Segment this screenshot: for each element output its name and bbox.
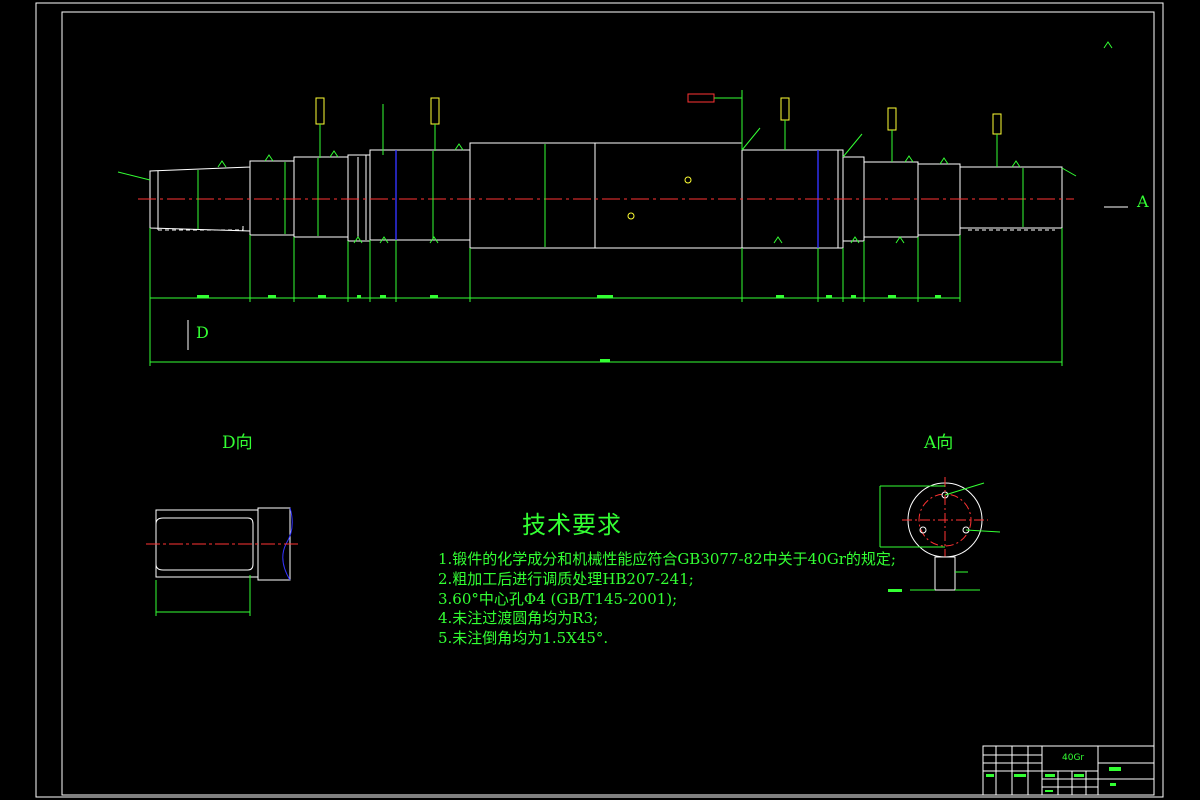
end-leader-left: [117, 171, 151, 181]
shaft-main-view: [149, 142, 1063, 249]
tolerance-tag: [430, 97, 440, 151]
a-view-marker: A: [1137, 192, 1149, 211]
diameter-dimensions: [197, 144, 1024, 247]
tolerance-tag: [315, 97, 325, 158]
technical-requirement-item: 2.粗加工后进行调质处理HB207-241;: [438, 570, 694, 588]
a-view-dimensions: [879, 482, 1001, 592]
tolerance-tag: [780, 97, 790, 150]
technical-requirement-item: 5.未注倒角均为1.5X45°.: [438, 629, 609, 647]
a-view-title: A向: [924, 433, 954, 453]
technical-requirement-item: 4.未注过渡圆角均为R3;: [438, 609, 599, 627]
tolerance-tag: [887, 107, 897, 162]
datum-tag: [687, 90, 743, 150]
length-dimensions: [149, 228, 1063, 366]
title-block: [982, 745, 1155, 796]
technical-requirements-title: 技术要求: [522, 511, 622, 539]
end-leader-right: [1061, 167, 1077, 177]
d-view-title: D向: [222, 433, 253, 453]
title-block-material: 40Gr: [1062, 753, 1085, 763]
roughness-marks: [217, 41, 1113, 244]
d-view-dimension: [155, 575, 251, 616]
d-view-marker: D: [196, 323, 209, 342]
datum-symbol: [684, 176, 692, 184]
outer-frame: [35, 2, 1164, 798]
leader-line: [741, 127, 761, 151]
datum-symbol: [627, 212, 635, 220]
tolerance-tag: [992, 113, 1002, 167]
a-view-drawing: [902, 477, 988, 591]
technical-requirement-item: 3.60°中心孔Φ4 (GB/T145-2001);: [438, 590, 678, 608]
tolerance-tags: [315, 90, 1002, 220]
title-block-text-marks: [986, 767, 1121, 792]
inner-frame: [61, 11, 1155, 796]
technical-requirement-item: 1.锻件的化学成分和机械性能应符合GB3077-82中关于40Gr的规定;: [438, 550, 896, 568]
shaft-outline: [149, 142, 1063, 249]
leader-line: [842, 133, 863, 158]
